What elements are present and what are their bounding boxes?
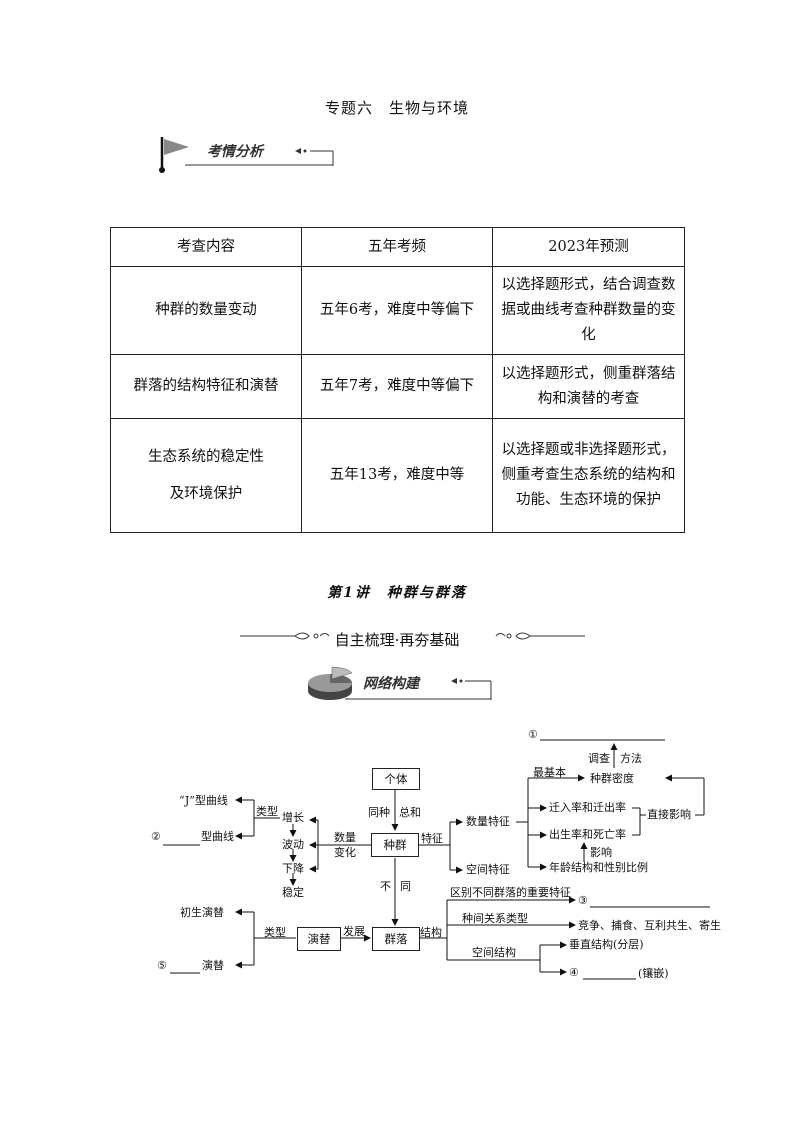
method-label: 方法: [620, 752, 642, 765]
birth-death-label: 出生率和死亡率: [549, 828, 626, 841]
table-row: 生态系统的稳定性 及环境保护 五年13考，难度中等 以选择题或非选择题形式，侧重…: [110, 418, 685, 533]
table-row: 群落的结构特征和演替 五年7考，难度中等偏下 以选择题形式，侧重群落结构和演替的…: [110, 354, 685, 419]
fluctuation-label: 波动: [282, 838, 304, 851]
quantity-feature-label: 数量特征: [466, 815, 510, 828]
immigration-label: 迁入率和迁出率: [549, 801, 626, 814]
same-species-label: 同种: [368, 806, 390, 819]
individual-box: 个体: [372, 768, 420, 790]
development-label: 发展: [343, 925, 365, 938]
row-prediction: 以选择题形式，侧重群落结构和演替的考查: [492, 354, 685, 419]
most-basic-label: 最基本: [533, 766, 566, 779]
chapter-title: 专题六 生物与环境: [324, 99, 469, 117]
exam-analysis-badge: 考情分析: [155, 133, 340, 175]
decline-label: 下降: [282, 862, 304, 875]
primary-succession-label: 初生演替: [180, 906, 224, 919]
ornament-line-icon: [240, 632, 585, 640]
lecture-title: 第1讲 种群与群落: [327, 585, 467, 601]
different-label: 不: [380, 880, 391, 893]
quantity-change-label: 变化: [334, 846, 356, 859]
pie-chart-icon: [308, 666, 492, 700]
row-prediction: 以选择题形式，结合调查数据或曲线考查种群数量的变化: [492, 266, 685, 355]
relations-label: 竞争、捕食、互利共生、寄生: [578, 919, 721, 932]
j-curve-label: “J”型曲线: [179, 794, 228, 807]
exam-analysis-title: 考情分析: [207, 144, 263, 160]
blank-3: ③: [578, 894, 588, 907]
row-content: 种群的数量变动: [110, 266, 302, 355]
section-divider: [240, 628, 585, 648]
survey-label: 调查: [588, 752, 610, 765]
quantity-change-label: 数量: [334, 831, 356, 844]
different-label: 同: [400, 880, 411, 893]
growth-label: 增长: [282, 811, 304, 824]
row-content: 生态系统的稳定性 及环境保护: [110, 418, 302, 533]
section-title: 自主梳理·再夯基础: [334, 631, 460, 649]
row-frequency: 五年13考，难度中等: [301, 418, 493, 533]
influence-label: 影响: [590, 846, 612, 859]
header-frequency: 五年考频: [301, 227, 493, 267]
row-content-line: 生态系统的稳定性: [148, 448, 264, 465]
type-label: 类型: [256, 805, 278, 818]
type2-label: 类型: [264, 926, 286, 939]
flag-icon: [159, 137, 334, 173]
structure-label: 结构: [420, 926, 442, 939]
community-box: 群落: [372, 927, 420, 951]
interspecific-label: 种间关系类型: [462, 912, 528, 925]
blank-4: ④: [569, 966, 579, 979]
curve-suffix-label: 型曲线: [201, 830, 234, 843]
table-row: 种群的数量变动 五年6考，难度中等偏下 以选择题形式，结合调查数据或曲线考查种群…: [110, 266, 685, 355]
row-frequency: 五年7考，难度中等偏下: [301, 354, 493, 419]
row-content-line: 及环境保护: [169, 485, 243, 502]
network-title: 网络构建: [363, 676, 419, 692]
blank-2: ②: [151, 830, 161, 843]
blank-5: ⑤: [157, 959, 167, 972]
network-badge: 网络构建: [305, 663, 495, 705]
row-frequency: 五年6考，难度中等偏下: [301, 266, 493, 355]
spatial-structure-label: 空间结构: [472, 946, 516, 959]
mosaic-label: (镶嵌): [638, 967, 669, 980]
feature-label: 特征: [421, 832, 443, 845]
important-feature-label: 区别不同群落的重要特征: [450, 886, 571, 899]
succession-suffix-label: 演替: [202, 959, 224, 972]
density-label: 种群密度: [590, 772, 634, 785]
stable-label: 稳定: [282, 886, 304, 899]
exam-analysis-table: 考查内容 五年考频 2023年预测 种群的数量变动 五年6考，难度中等偏下 以选…: [110, 227, 685, 533]
succession-box: 演替: [297, 927, 341, 951]
population-box: 种群: [371, 833, 419, 857]
sum-label: 总和: [399, 806, 421, 819]
age-sex-label: 年龄结构和性别比例: [549, 861, 648, 874]
header-prediction: 2023年预测: [492, 227, 685, 267]
direct-effect-label: 直接影响: [647, 808, 691, 821]
spatial-feature-label: 空间特征: [466, 863, 510, 876]
row-content: 群落的结构特征和演替: [110, 354, 302, 419]
row-prediction: 以选择题或非选择题形式，侧重考查生态系统的结构和功能、生态环境的保护: [492, 418, 685, 533]
blank-1: ①: [528, 728, 538, 741]
vertical-label: 垂直结构(分层): [569, 938, 644, 951]
